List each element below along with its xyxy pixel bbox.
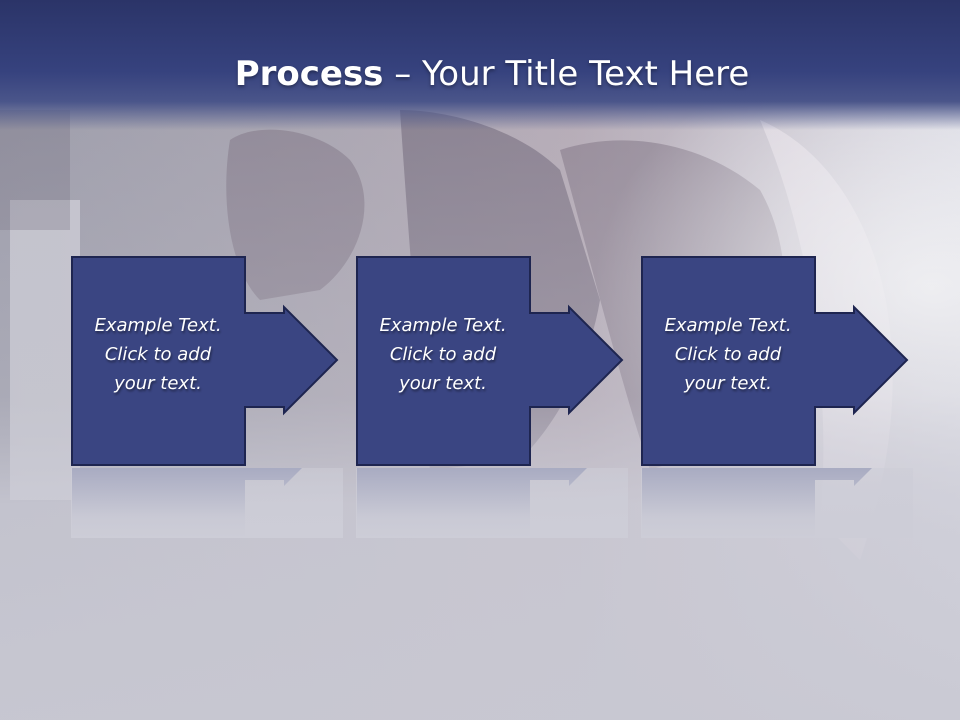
step-text-line: Example Text. xyxy=(379,315,507,336)
title-regular-part: – Your Title Text Here xyxy=(383,54,750,94)
step-text-line: Click to add xyxy=(674,344,782,365)
step-reflection xyxy=(71,468,343,538)
slide-title[interactable]: Process – Your Title Text Here xyxy=(0,50,960,98)
process-step-3[interactable]: Example Text. Click to add your text. xyxy=(641,255,913,467)
step-reflection xyxy=(356,468,628,538)
arrow-box-shape xyxy=(356,256,624,466)
step-text: Example Text. Click to add your text. xyxy=(358,311,528,398)
step-text-line: Example Text. xyxy=(94,315,222,336)
title-bar xyxy=(0,0,960,130)
process-step-1[interactable]: Example Text. Click to add your text. xyxy=(71,255,343,467)
process-step-2[interactable]: Example Text. Click to add your text. xyxy=(356,255,628,467)
step-text-line: Click to add xyxy=(104,344,212,365)
arrow-box-shape xyxy=(71,256,339,466)
step-reflection xyxy=(641,468,913,538)
step-text-line: your text. xyxy=(399,373,487,394)
step-text: Example Text. Click to add your text. xyxy=(73,311,243,398)
step-text-line: your text. xyxy=(684,373,772,394)
step-text-line: your text. xyxy=(114,373,202,394)
step-text: Example Text. Click to add your text. xyxy=(643,311,813,398)
step-text-line: Example Text. xyxy=(664,315,792,336)
step-text-line: Click to add xyxy=(389,344,497,365)
title-bold-part: Process xyxy=(234,54,384,94)
arrow-box-shape xyxy=(641,256,909,466)
